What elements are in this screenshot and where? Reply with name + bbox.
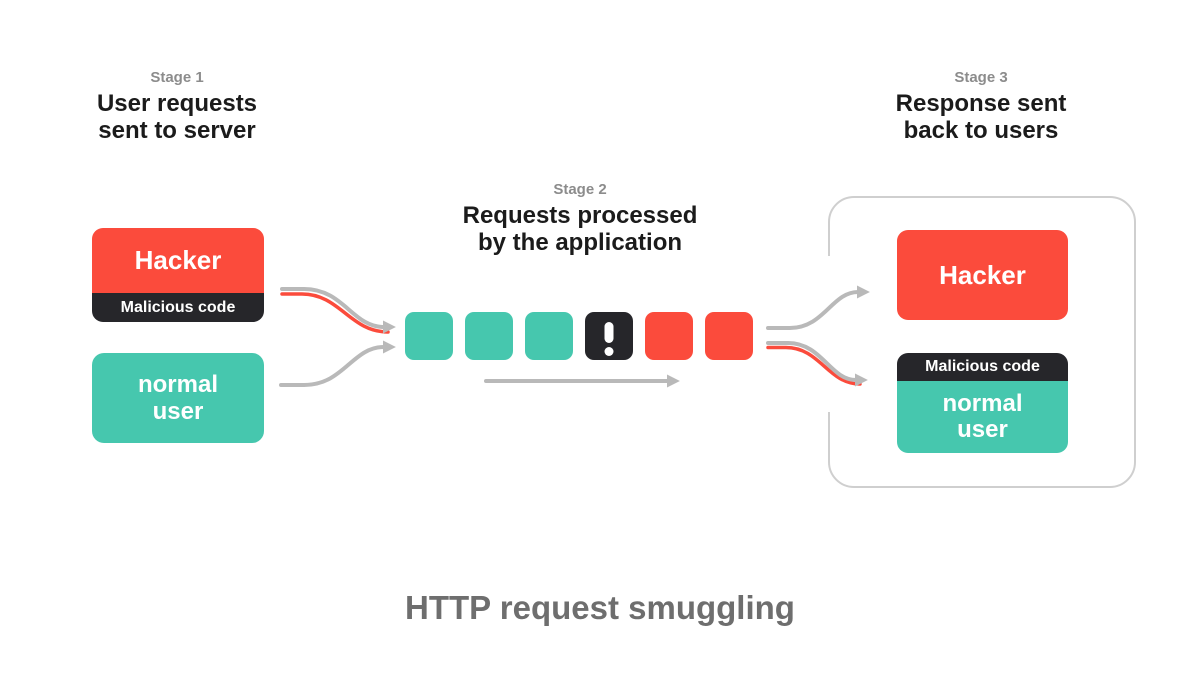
right-malicious-code-band: Malicious code <box>897 353 1068 381</box>
left-hacker-box: Hacker Malicious code <box>92 228 264 322</box>
stage2-heading: Requests processed by the application <box>462 202 698 256</box>
stage2-header: Stage 2 Requests processed by the applic… <box>430 181 730 256</box>
stage3-heading: Response sent back to users <box>895 90 1067 144</box>
right-normal-user-label: normal user <box>897 381 1068 453</box>
queue-request-alert <box>585 312 633 360</box>
stage1-heading: User requests sent to server <box>96 90 258 144</box>
right-hacker-box: Hacker <box>897 230 1068 320</box>
container-border-gap <box>824 256 834 412</box>
queue-request-malicious <box>645 312 693 360</box>
stage3-header: Stage 3 Response sent back to users <box>861 69 1101 144</box>
left-hacker-label: Hacker <box>92 228 264 293</box>
queue-request-malicious <box>705 312 753 360</box>
left-normal-user-box: normal user <box>92 353 264 443</box>
right-normal-user-box: Malicious code normal user <box>897 353 1068 453</box>
stage1-label: Stage 1 <box>150 69 204 86</box>
stage1-header: Stage 1 User requests sent to server <box>57 69 297 144</box>
diagram-title: HTTP request smuggling <box>405 589 795 626</box>
left-malicious-code-band: Malicious code <box>92 293 264 322</box>
queue-request-normal <box>525 312 573 360</box>
queue-request-normal <box>405 312 453 360</box>
malicious-line-left <box>280 292 390 334</box>
queue-request-normal <box>465 312 513 360</box>
stage2-label: Stage 2 <box>553 181 607 198</box>
request-queue <box>405 312 753 360</box>
arrow-hacker-to-queue <box>280 287 396 334</box>
arrow-normal-user-to-queue <box>279 340 396 387</box>
stage3-label: Stage 3 <box>954 69 1008 86</box>
